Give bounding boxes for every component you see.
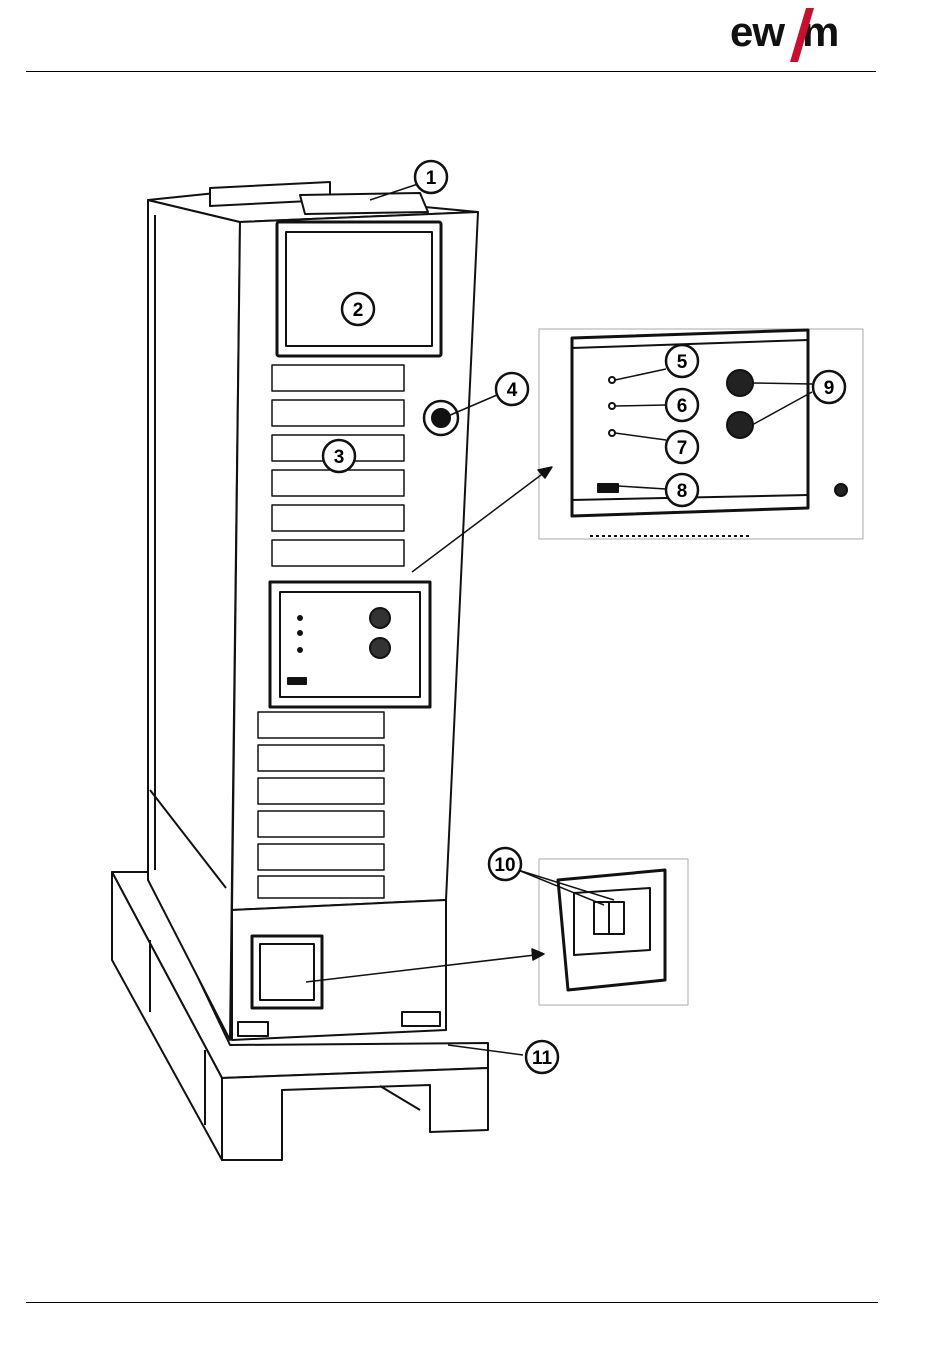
- callout-number: 11: [532, 1048, 553, 1069]
- callout-7: 7: [666, 431, 698, 463]
- detail-box-fuses: [539, 859, 688, 1005]
- detail-box-connections: [539, 329, 863, 539]
- callout-number: 6: [677, 396, 688, 417]
- callout-number: 4: [507, 380, 518, 401]
- callout-number: 9: [824, 378, 835, 399]
- callout-number: 3: [334, 447, 345, 468]
- callout-1: 1: [415, 161, 447, 193]
- cabinet-front: [232, 212, 478, 1040]
- callout-8: 8: [666, 474, 698, 506]
- callout-number: 1: [426, 168, 437, 189]
- callout-3: 3: [323, 440, 355, 472]
- callout-9: 9: [813, 371, 845, 403]
- callout-number: 10: [494, 855, 515, 876]
- callout-number: 7: [677, 438, 688, 459]
- callout-2: 2: [342, 293, 374, 325]
- callout-10: 10: [489, 848, 521, 880]
- callout-5: 5: [666, 345, 698, 377]
- callout-11: 11: [526, 1041, 558, 1073]
- callout-6: 6: [666, 389, 698, 421]
- callout-number: 8: [677, 481, 688, 502]
- callout-number: 2: [353, 300, 364, 321]
- callout-4: 4: [496, 373, 528, 405]
- callout-number: 5: [677, 352, 688, 373]
